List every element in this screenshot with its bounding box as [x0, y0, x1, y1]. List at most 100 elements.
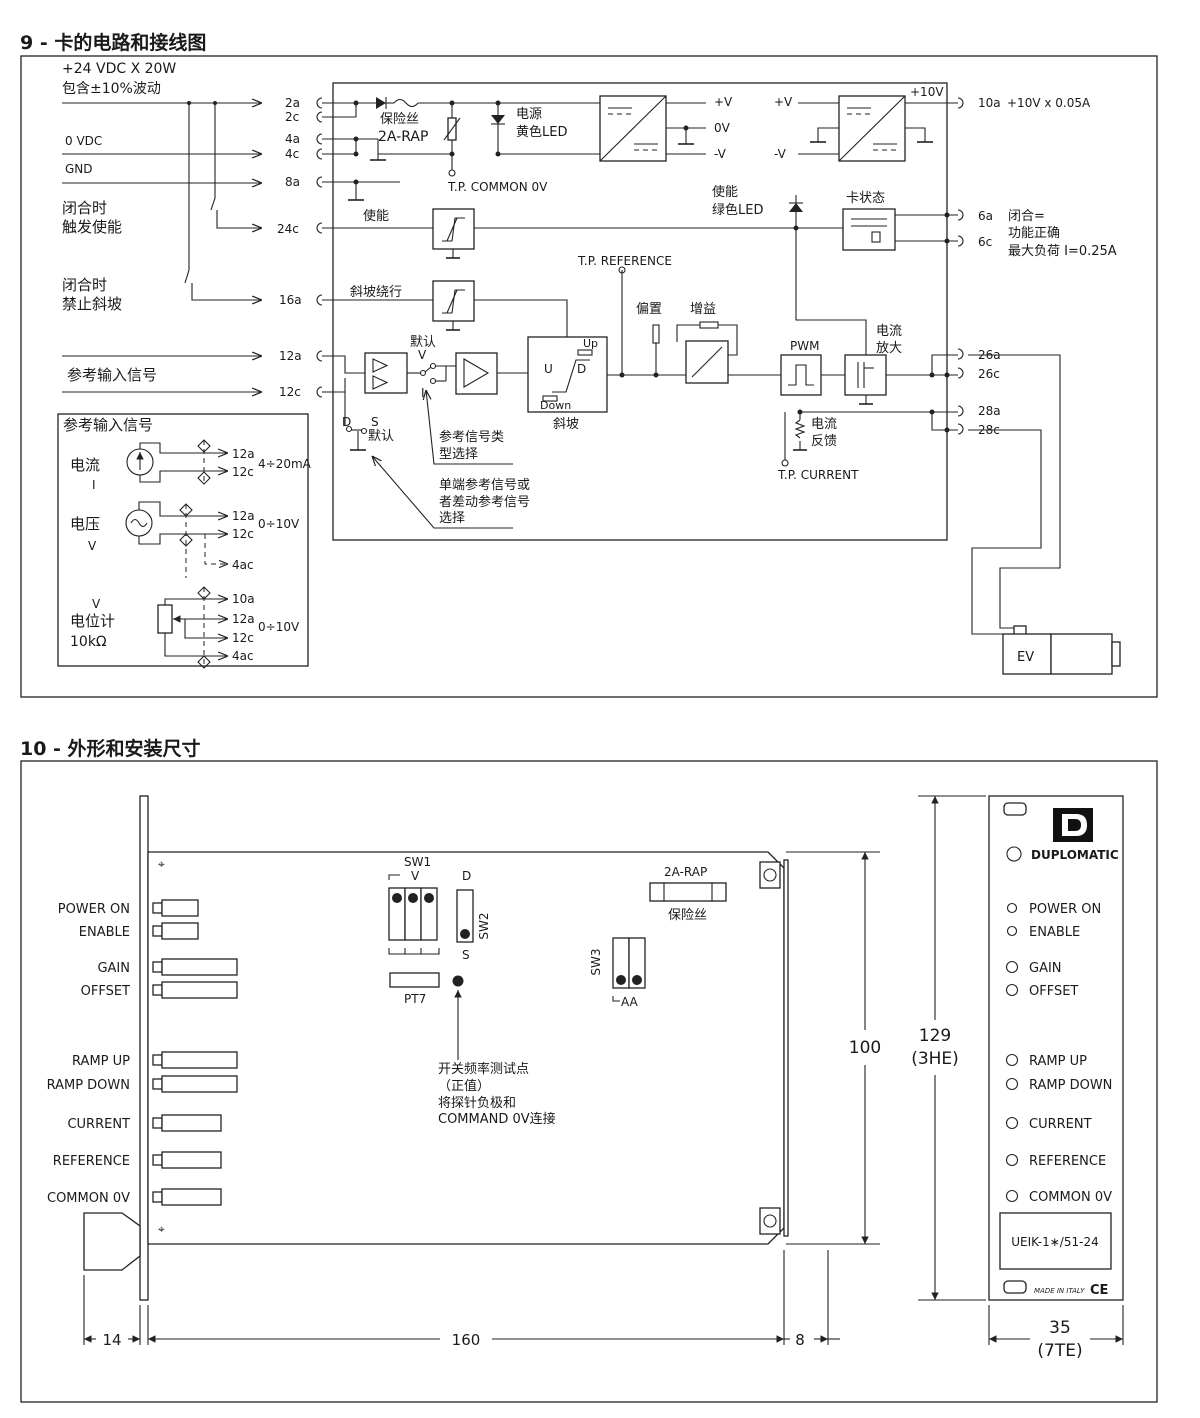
shunt-resistor [794, 419, 806, 439]
supply-tolerance: 包含±10%波动 [62, 81, 161, 97]
dim-100: 100 [849, 1038, 881, 1058]
tp-common: T.P. COMMON 0V [447, 180, 548, 194]
panel-label-common: COMMON 0V [1029, 1190, 1112, 1205]
switch-d-label: D [342, 415, 351, 429]
gain-trimmer [161, 958, 238, 976]
vplus-2: +V [774, 95, 793, 109]
front-panel: DUPLOMATIC POWER ON ENABLE GAIN OFFSET R… [988, 795, 1124, 1301]
vminus-2: -V [774, 147, 787, 161]
inset-pot-label: 电位计 [70, 612, 115, 630]
inset-pin-10a: 10a [232, 592, 255, 606]
dim-14: 14 [102, 1331, 121, 1349]
ten-volt-label: +10V [910, 85, 944, 99]
pt7-label: PT7 [404, 992, 426, 1006]
ramp-up-trimmer [161, 1051, 238, 1069]
tp-reference: T.P. REFERENCE [577, 254, 672, 268]
mount-mark-top: ⌖ [158, 857, 165, 871]
default-v-label: 默认 [410, 334, 436, 350]
fuse-label: 保险丝 [380, 112, 419, 127]
gnd-label: GND [65, 162, 93, 176]
pcb-fuse-label: 保险丝 [668, 908, 707, 923]
power-led-icon [491, 115, 505, 124]
switch-i-label: I [421, 386, 425, 400]
status-output-line2: 功能正确 [1008, 226, 1060, 241]
power-led [161, 899, 199, 917]
pin-2a: 2a [285, 96, 300, 110]
inset-voltage-sym: V [88, 539, 97, 553]
supply-voltage: +24 VDC X 20W [62, 61, 176, 77]
panel-label-ramp-up: RAMP UP [1029, 1054, 1087, 1069]
pcb-label-ramp-up: RAMP UP [72, 1054, 130, 1069]
fuse-icon [393, 98, 419, 108]
pcb-label-power-on: POWER ON [58, 902, 130, 917]
pcb-controls: POWER ON ENABLE GAIN OFFSET RAMP UP RAMP… [47, 899, 238, 1206]
enable-led-icon [789, 203, 803, 212]
status-output-line1: 闭合= [1008, 209, 1045, 224]
inset-current-sym: I [92, 478, 96, 492]
test-note-line4: COMMAND 0V连接 [438, 1111, 556, 1127]
inset-current-label: 电流 [70, 456, 100, 474]
pin-26c: 26c [978, 367, 1000, 381]
connector [83, 1212, 141, 1271]
pin-4c: 4c [285, 147, 299, 161]
panel-label-enable: ENABLE [1029, 925, 1080, 940]
panel-label-ramp-down: RAMP DOWN [1029, 1078, 1112, 1093]
pt7-trimmer [389, 972, 440, 988]
sw2-d-label: D [462, 869, 471, 883]
gain-label: 增益 [690, 302, 716, 317]
ramp-input-line1: 闭合时 [62, 276, 107, 294]
default-s-label: 默认 [368, 428, 394, 444]
sw3-switch [612, 937, 646, 989]
pin-2c: 2c [285, 110, 299, 124]
sw1-v-label: V [411, 869, 420, 883]
enable-input-line2: 触发使能 [62, 218, 122, 236]
power-led-line2: 黄色LED [516, 124, 567, 140]
ten-volt-output: +10V x 0.05A [1007, 96, 1091, 110]
panel-made-in: MADE IN ITALY [1034, 1287, 1085, 1295]
gain-pot [699, 321, 719, 329]
sw3-label: SW3 [589, 948, 603, 975]
pin-10a: 10a [978, 96, 1001, 110]
vzero: 0V [714, 121, 731, 135]
inset-pin-12a-1: 12a [232, 447, 255, 461]
pin-8a: 8a [285, 175, 300, 189]
sw1-label: SW1 [404, 855, 431, 869]
panel-label-current: CURRENT [1029, 1117, 1092, 1132]
card-box [332, 82, 948, 541]
test-note-line1: 开关频率测试点 [438, 1061, 529, 1077]
dim-129: 129 [919, 1026, 951, 1046]
sw3-aa-label: AA [621, 995, 639, 1009]
reference-test-point [161, 1151, 222, 1169]
current-amp-line1: 电流 [876, 324, 902, 339]
panel-label-reference: REFERENCE [1029, 1154, 1106, 1169]
dim-8: 8 [795, 1331, 805, 1349]
pcb-fuse-rating: 2A-RAP [664, 865, 707, 879]
pin-6a: 6a [978, 209, 993, 223]
pcb-label-common: COMMON 0V [47, 1191, 130, 1206]
pcb-label-ramp-down: RAMP DOWN [47, 1078, 130, 1093]
inset-voltage-label: 电压 [70, 515, 100, 533]
test-note-line3: 将探针负极和 [438, 1096, 516, 1111]
sw2-s-label: S [462, 948, 470, 962]
pin-4a: 4a [285, 132, 300, 146]
card-status-label: 卡状态 [846, 191, 885, 206]
current-amplifier [844, 354, 887, 396]
section9-frame [20, 55, 1158, 698]
ev-label: EV [1017, 650, 1034, 665]
reference-inset: 参考输入信号 电流 I 12a 12c 4÷20mA 电压 V 12a 12c [57, 413, 312, 669]
ramp-d: D [577, 362, 586, 376]
dim-3he: (3HE) [911, 1049, 959, 1069]
enable-switch-wire [210, 103, 216, 211]
ramp-u: U [544, 362, 553, 376]
offset-pot [652, 324, 660, 344]
model-plate [999, 1212, 1112, 1270]
inset-pin-12c-3: 12c [232, 631, 254, 645]
switch-v-label: V [418, 348, 427, 362]
status-output-line3: 最大负荷 I=0.25A [1008, 244, 1117, 259]
inset-pin-12c-1: 12c [232, 465, 254, 479]
panel-label-gain: GAIN [1029, 961, 1062, 976]
inset-pin-4ac-1: 4ac [232, 558, 254, 572]
ref-type-note-line2: 型选择 [439, 447, 478, 462]
fuse-rating: 2A-RAP [378, 129, 428, 145]
